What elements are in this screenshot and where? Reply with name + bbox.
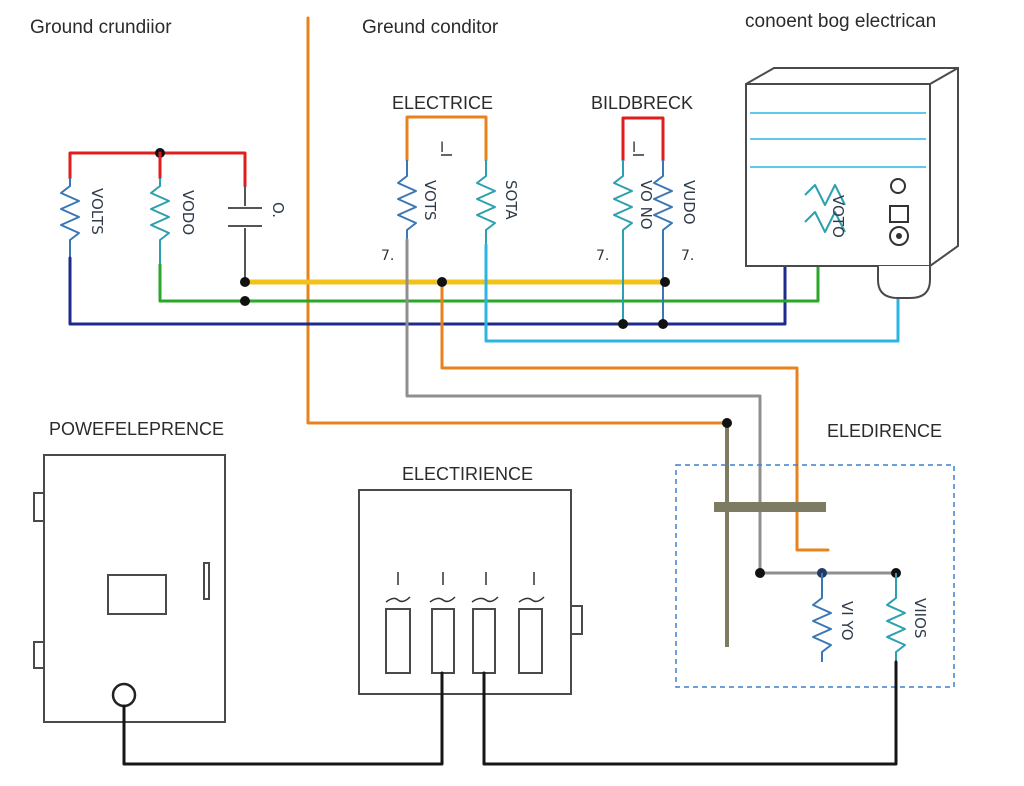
title-ground-crundiior: Ground crundiior <box>30 17 172 38</box>
orange-switch-loop <box>405 115 488 162</box>
breaker-3 <box>471 572 499 674</box>
resistor-5 <box>613 160 633 324</box>
black-wire-right <box>482 660 898 766</box>
resistor-8-label: VIIOS <box>911 598 929 638</box>
resistor-1 <box>60 178 80 258</box>
label-electrice: ELECTRICE <box>392 93 493 113</box>
resistor-3-label: VOTS <box>421 180 439 221</box>
switch-mark-1: I <box>440 140 444 156</box>
resistor-3 <box>397 160 417 240</box>
resistor-2-label: VODO <box>179 190 197 235</box>
resistor-2 <box>150 178 170 265</box>
capacitor-label: O. <box>269 202 287 218</box>
breaker-1 <box>385 572 411 674</box>
power-panel <box>33 454 226 723</box>
orange-feed-wire <box>306 16 729 425</box>
resistor-6-label: VUDO <box>680 180 698 225</box>
resistor-8 <box>886 573 906 662</box>
capacitor <box>228 186 262 282</box>
junction-dot <box>240 277 250 287</box>
switch-mark-2: I <box>632 140 636 156</box>
junction-dot <box>722 418 732 428</box>
resistor-1-label: VOLTS <box>88 188 106 235</box>
outlet-label: VOTO <box>829 195 847 238</box>
resistor-4 <box>476 160 496 245</box>
title-greund-conditor: Greund conditor <box>362 17 499 38</box>
mark-7-right: 7. <box>681 248 694 264</box>
outlet-resistor <box>804 184 846 206</box>
label-eledirence: ELEDIRENCE <box>827 421 942 441</box>
label-bildbreck: BILDBRECK <box>591 93 693 113</box>
junction-dot <box>658 319 668 329</box>
junction-dot <box>437 277 447 287</box>
mark-7-mid: 7. <box>596 248 609 264</box>
cyan-wire <box>484 243 900 343</box>
mark-7-left: 7. <box>381 248 394 264</box>
title-conoent-bog-electrican: conoent bog electrican <box>745 11 936 32</box>
junction-dot <box>755 568 765 578</box>
eledirence-dashed-box <box>675 464 955 688</box>
black-wire-left <box>122 671 444 766</box>
gray-wire <box>405 238 762 575</box>
outlet-socket-icon <box>889 178 909 246</box>
junction-dot <box>618 319 628 329</box>
panel-knob <box>111 682 137 708</box>
green-wire <box>158 263 820 303</box>
navy-wire <box>68 256 787 326</box>
label-electirience: ELECTIRIENCE <box>402 464 533 484</box>
resistor-4-label: SOTA <box>502 180 520 220</box>
junction-dot <box>660 277 670 287</box>
junction-dot <box>240 296 250 306</box>
red-switch-loop <box>621 116 665 162</box>
resistor-7 <box>812 573 832 662</box>
resistor-6 <box>653 160 673 324</box>
orange-branch-wire <box>440 280 830 552</box>
breaker-2 <box>429 572 456 674</box>
label-power-panel: POWEFELEPRENCE <box>49 419 224 439</box>
resistor-5-label: VO NO <box>637 180 655 230</box>
outlet-resistor-lower <box>804 211 846 233</box>
resistor-7-label: VI YO <box>838 601 856 641</box>
consumer-unit <box>745 67 959 299</box>
breaker-4 <box>518 572 545 674</box>
red-top-wire <box>68 151 247 188</box>
